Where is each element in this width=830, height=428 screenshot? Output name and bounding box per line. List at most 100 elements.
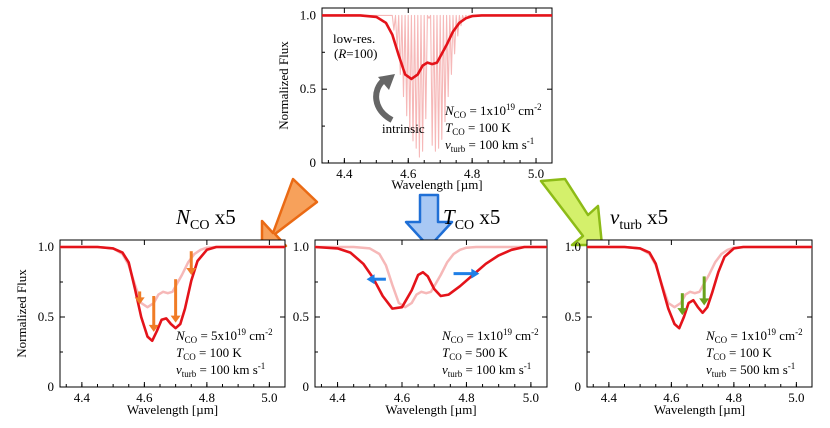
x-tick-label: 4.8: [464, 166, 480, 181]
y-axis-label: Normalized Flux: [276, 41, 291, 130]
param-value: 100 K: [210, 345, 243, 360]
x-tick-label: 4.4: [329, 390, 346, 405]
param-value: 100 K: [740, 345, 773, 360]
param-value: 500 K: [476, 345, 509, 360]
x-axis-label: Wavelength [µm]: [654, 402, 745, 417]
param-eq: =: [197, 328, 211, 343]
param-eq: =: [465, 137, 479, 152]
param-symbol: T: [445, 120, 453, 135]
intrinsic-label: intrinsic: [382, 121, 425, 136]
param-symbol: T: [706, 345, 714, 360]
param-exponent: 19: [767, 327, 777, 337]
arrow-head-icon: [677, 308, 688, 316]
param-subscript: CO: [183, 352, 196, 362]
param-subscript: turb: [182, 369, 197, 379]
x-tick-label: 5.0: [528, 166, 544, 181]
arrow-head-icon: [134, 297, 145, 305]
param-v-turb: vturb = 100 km s-1: [176, 361, 265, 379]
x-tick-label: 4.4: [601, 390, 618, 405]
x-axis-label: Wavelength [µm]: [127, 402, 218, 417]
param-value: 500 km s: [740, 362, 788, 377]
param-exponent: -1: [788, 361, 796, 371]
param-symbol: N: [441, 328, 452, 343]
param-subscript: CO: [452, 127, 465, 137]
param-v-turb: vturb = 100 km s-1: [445, 136, 534, 154]
param-subscript: CO: [713, 352, 726, 362]
param-eq: =: [727, 328, 741, 343]
param-eq: =: [465, 120, 479, 135]
param-subscript: CO: [715, 335, 728, 345]
param-exponent: 19: [503, 327, 513, 337]
param-unit-exponent: -2: [795, 327, 803, 337]
resolution-label: (R=100): [334, 46, 377, 61]
param-symbol: T: [442, 345, 450, 360]
param-exponent: -1: [258, 361, 266, 371]
x-tick-label: 4.6: [394, 390, 411, 405]
x-tick-label: 4.6: [136, 390, 153, 405]
param-value: 1x10: [480, 103, 506, 118]
arrow-v-turb: [539, 177, 604, 247]
param-eq: =: [726, 345, 740, 360]
arrow-head-icon: [471, 268, 480, 279]
y-axis-label: Normalized Flux: [14, 269, 29, 358]
y-tick-label: 0: [48, 379, 55, 394]
param-value: 100 km s: [476, 362, 524, 377]
y-tick-label: 1.0: [300, 7, 316, 22]
x-tick-label: 4.4: [336, 166, 353, 181]
x-tick-label: 4.8: [458, 390, 474, 405]
param-symbol: v: [445, 137, 451, 152]
arrow-head-icon: [148, 324, 159, 332]
param-v-turb: vturb = 100 km s-1: [442, 361, 531, 379]
title-v-turb: vturb x5: [610, 205, 668, 233]
param-subscript: turb: [448, 369, 463, 379]
curved-arrow-icon: [373, 77, 394, 123]
param-unit: cm: [515, 103, 534, 118]
param-symbol: N: [444, 103, 455, 118]
param-symbol: v: [442, 362, 448, 377]
param-subscript: turb: [712, 369, 727, 379]
param-t-co: TCO = 100 K: [706, 345, 772, 362]
param-eq: =: [726, 362, 740, 377]
param-n-co: NCO = 5x1019 cm-2: [175, 327, 273, 345]
param-t-co: TCO = 100 K: [445, 120, 511, 137]
y-tick-label: 0.5: [38, 309, 54, 324]
param-eq: =: [462, 345, 476, 360]
param-symbol: v: [176, 362, 182, 377]
plot-frame: [314, 239, 548, 388]
x-tick-label: 5.0: [788, 390, 804, 405]
x-axis-label: Wavelength [µm]: [385, 402, 476, 417]
param-eq: =: [196, 362, 210, 377]
arrow-head-icon: [170, 315, 181, 323]
param-eq: =: [463, 328, 477, 343]
y-tick-label: 0.5: [565, 309, 581, 324]
series-line-modified: [60, 245, 285, 343]
param-subscript: CO: [454, 110, 467, 120]
lowres-label: low-res.: [333, 31, 375, 46]
param-symbol: v: [706, 362, 712, 377]
y-tick-label: 0: [575, 379, 582, 394]
param-n-co: NCO = 1x1019 cm-2: [705, 327, 803, 345]
curved-arrow-head-icon: [378, 74, 395, 90]
x-tick-label: 4.6: [663, 390, 680, 405]
param-symbol: N: [175, 328, 186, 343]
x-axis-label: Wavelength [µm]: [391, 177, 482, 192]
series-line-low-res: [322, 14, 552, 81]
plot-frame: [586, 239, 813, 388]
y-tick-label: 0: [303, 379, 310, 394]
plot-frame: [59, 239, 286, 388]
param-subscript: CO: [451, 335, 464, 345]
arrow-head-icon: [699, 298, 710, 306]
param-t-co: TCO = 500 K: [442, 345, 508, 362]
param-value: 100 km s: [210, 362, 258, 377]
y-tick-label: 0: [310, 155, 317, 170]
param-value: 5x10: [211, 328, 237, 343]
param-eq: =: [462, 362, 476, 377]
